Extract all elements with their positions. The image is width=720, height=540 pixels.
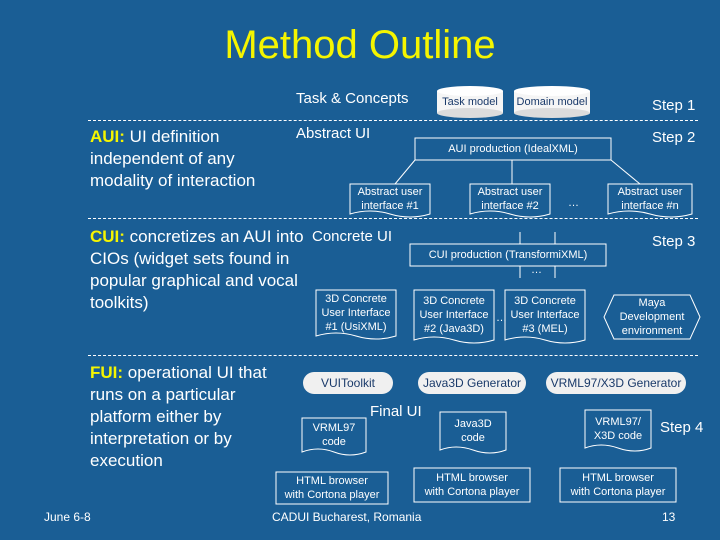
java3d-code-label: Java3D code — [454, 418, 492, 444]
step-4-label: Step 4 — [660, 419, 704, 436]
level-task-concepts: Task & Concepts — [296, 90, 409, 107]
divider-step1 — [88, 120, 698, 121]
vuitoolkit-pill — [303, 372, 393, 394]
aui-head: AUI: — [90, 127, 125, 146]
aui2-label: Abstract user interface #2 — [477, 186, 543, 212]
aui1-doc-shape — [349, 183, 431, 218]
page-title: Method Outline — [224, 23, 496, 67]
fui-description: FUI: operational UI that runs on a parti… — [90, 362, 300, 472]
cui1-doc-shape — [315, 289, 397, 340]
java3d-code-doc-shape — [439, 411, 507, 454]
level-concrete-ui: Concrete UI — [312, 228, 393, 245]
vrml-x3d-code-doc-shape — [584, 409, 652, 452]
connectors — [394, 159, 641, 278]
vrml-code-doc-shape — [301, 417, 367, 456]
task-model-label: Task model — [442, 96, 498, 108]
vrml-x3d-code-label: VRML97/ X3D code — [593, 416, 643, 442]
cui-production-box — [409, 243, 607, 267]
cui-mid-ellipsis: … — [496, 312, 507, 324]
vrml-generator-label: VRML97/X3D Generator — [550, 376, 682, 390]
divider-step2 — [88, 218, 698, 219]
aui-text: UI definition independent of any modalit… — [90, 127, 256, 190]
cui2-label: 3D Concrete User Interface #2 (Java3D) — [419, 295, 489, 335]
aui2-doc-shape — [469, 183, 551, 218]
domain-model-cylinder — [514, 86, 590, 118]
task-model-cylinder — [437, 86, 503, 118]
java3d-generator-label: Java3D Generator — [422, 376, 522, 390]
cui-text: concretizes an AUI into CIOs (widget set… — [90, 227, 304, 312]
browser1-box — [275, 471, 389, 505]
footer-date: June 6-8 — [44, 510, 91, 524]
step-1-label: Step 1 — [652, 97, 696, 114]
aui-production-box — [414, 137, 612, 161]
cui1-label: 3D Concrete User Interface #1 (UsiXML) — [321, 293, 391, 333]
cui-production-ellipsis: … — [531, 264, 542, 276]
browser3-label: HTML browser with Cortona player — [570, 472, 666, 498]
browser2-label: HTML browser with Cortona player — [424, 472, 520, 498]
domain-model-label: Domain model — [516, 96, 588, 108]
step-3-label: Step 3 — [652, 233, 696, 250]
cui3-label: 3D Concrete User Interface #3 (MEL) — [510, 295, 580, 335]
cui-description: CUI: concretizes an AUI into CIOs (widge… — [90, 226, 312, 314]
cui-head: CUI: — [90, 227, 125, 246]
aui1-label: Abstract user interface #1 — [357, 186, 423, 212]
cui-production-label: CUI production (TransformiXML) — [428, 249, 588, 261]
browser2-box — [413, 467, 531, 503]
browser3-box — [559, 467, 677, 503]
browser1-label: HTML browser with Cortona player — [284, 475, 380, 501]
fui-text: operational UI that runs on a particular… — [90, 363, 267, 470]
auin-label: Abstract user interface #n — [617, 186, 683, 212]
maya-hexagon — [603, 294, 701, 340]
vrml-generator-pill — [546, 372, 686, 394]
java3d-generator-pill — [418, 372, 526, 394]
cui3-doc-shape — [504, 289, 586, 344]
vrml-code-label: VRML97 code — [312, 422, 356, 448]
auin-doc-shape — [607, 183, 693, 218]
level-abstract-ui: Abstract UI — [296, 125, 371, 142]
footer-venue: CADUI Bucharest, Romania — [272, 510, 422, 524]
maya-label: Maya Development environment — [619, 297, 685, 337]
vuitoolkit-label: VUIToolkit — [320, 376, 376, 390]
step-2-label: Step 2 — [652, 129, 696, 146]
cui2-doc-shape — [413, 289, 495, 344]
fui-head: FUI: — [90, 363, 124, 382]
divider-step3 — [88, 355, 698, 356]
aui-description: AUI: UI definition independent of any mo… — [90, 126, 290, 192]
aui-ellipsis: … — [568, 197, 579, 209]
aui-production-label: AUI production (IdealXML) — [448, 143, 578, 155]
footer-page-number: 13 — [662, 510, 676, 524]
level-final-ui: Final UI — [370, 403, 422, 420]
